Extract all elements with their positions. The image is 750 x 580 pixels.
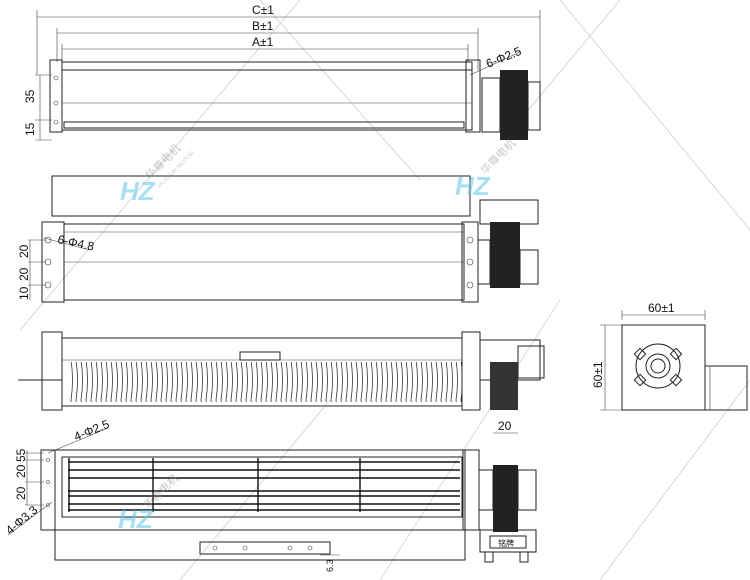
hole-callout-4-3.3: 4-Φ3.3 xyxy=(3,503,41,538)
impeller-fins xyxy=(70,362,462,402)
svg-text:HZ: HZ xyxy=(455,171,491,201)
dim-6.3: 6.3 xyxy=(325,559,335,572)
watermark-logo: HZ HZ HZ 华尊电机 HUAZUN MOTOR 华尊电机 华尊电机 xyxy=(118,136,518,534)
section-view xyxy=(18,331,545,411)
dim-20-upper: 20 xyxy=(14,464,28,478)
hole-callout-4-2.5: 4-Φ2.5 xyxy=(72,417,112,444)
side-height-dim: 60±1 xyxy=(591,361,605,388)
dim-b: B±1 xyxy=(252,19,274,33)
dim-55: 55 xyxy=(14,448,28,462)
dim-20-lower: 20 xyxy=(17,267,31,281)
motor-winding xyxy=(500,70,528,140)
side-view: 60±1 60±1 xyxy=(591,301,748,411)
svg-text:HZ: HZ xyxy=(120,176,156,206)
hole-callout-6-2.5: 6-Φ2.5 xyxy=(484,44,524,71)
side-width-dim: 60±1 xyxy=(648,301,675,315)
dim-c: C±1 xyxy=(252,3,274,17)
svg-text:HZ: HZ xyxy=(118,504,154,534)
dim-a: A±1 xyxy=(252,35,274,49)
dim-20-upper: 20 xyxy=(17,244,31,258)
dim-15: 15 xyxy=(23,122,37,136)
dim-20-lower: 20 xyxy=(14,486,28,500)
watermark-brand-cn-2: 华尊电机 xyxy=(477,136,518,177)
motor-width-dim: 20 xyxy=(498,419,512,433)
top-view: C±1 B±1 A±1 35 15 6-Φ2.5 xyxy=(23,3,541,141)
bottom-view: 55 20 20 4-Φ2.5 4-Φ3.3 6.3 20 铭牌 xyxy=(3,417,537,572)
dim-10: 10 xyxy=(17,286,31,300)
hole-callout-6-4.8: 6-Φ4.8 xyxy=(56,232,95,253)
nameplate-label: 铭牌 xyxy=(498,538,514,548)
front-view: 20 20 10 6-Φ4.8 xyxy=(17,175,539,303)
watermark-lines xyxy=(19,0,750,580)
dim-35: 35 xyxy=(23,89,37,103)
